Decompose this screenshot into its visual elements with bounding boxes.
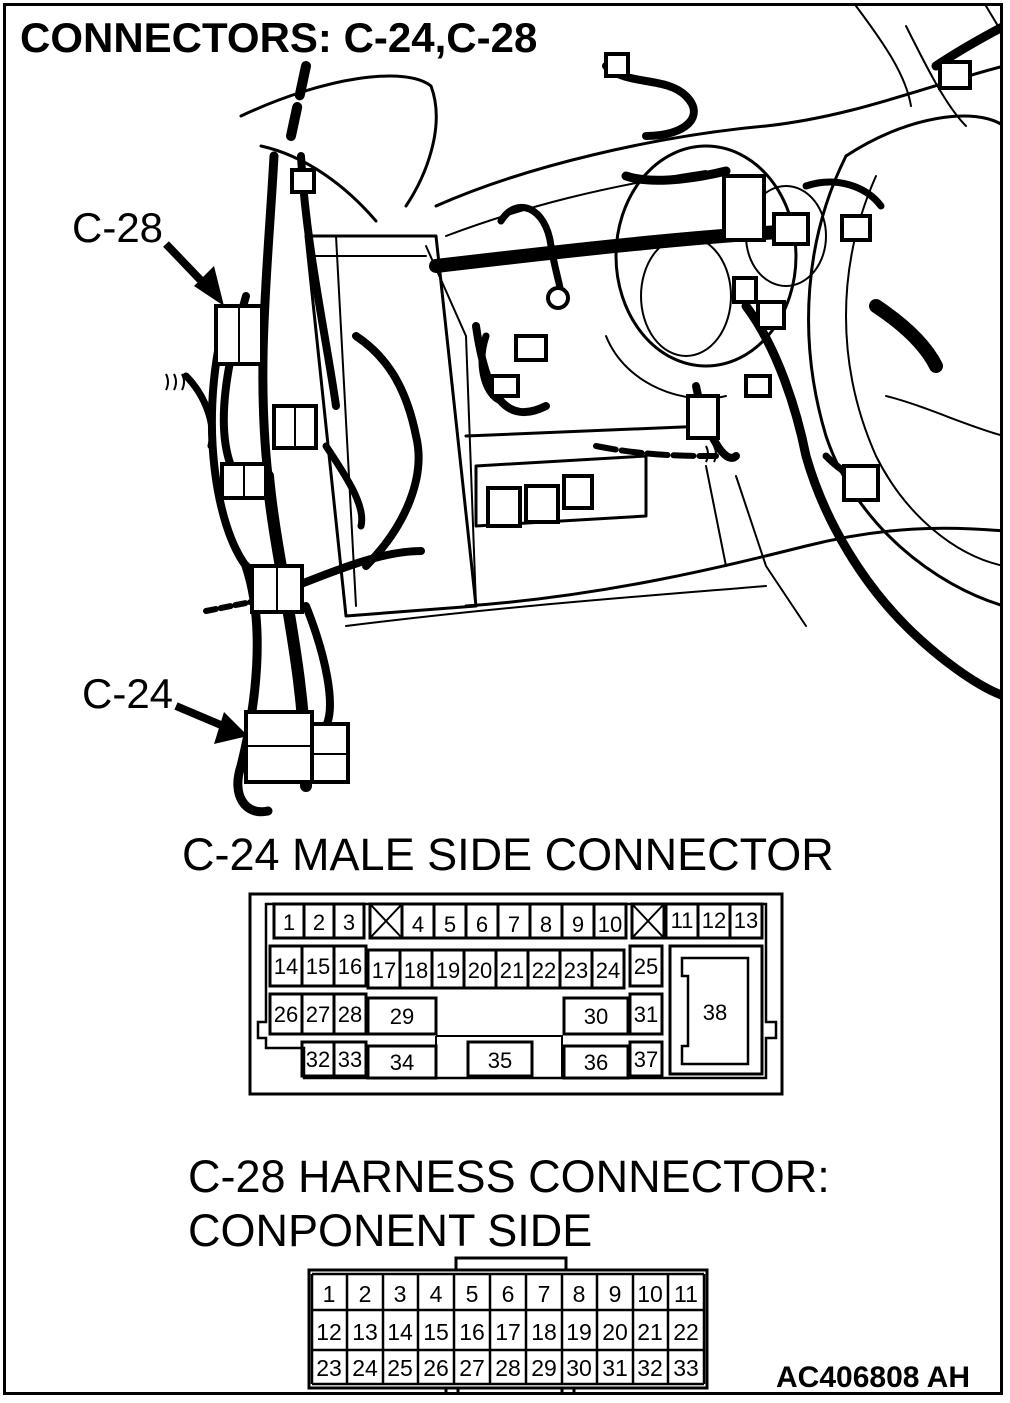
c24-pin: 15 [306, 954, 330, 979]
c24-pin: 2 [313, 910, 325, 935]
c28-pin: 11 [674, 1281, 698, 1307]
c24-pin: 29 [390, 1004, 414, 1029]
c24-pin: 4 [412, 912, 424, 937]
c24-pin: 38 [703, 1000, 727, 1025]
c24-pin: 12 [702, 908, 726, 933]
callout-label-c24: C-24 [82, 670, 173, 717]
c28-pin: 25 [387, 1355, 413, 1381]
callout-label-c28: C-28 [72, 204, 163, 251]
c28-pin: 24 [352, 1355, 378, 1381]
c28-pin: 32 [637, 1355, 663, 1381]
c28-pin: 21 [637, 1319, 663, 1345]
c24-pin: 31 [634, 1002, 658, 1027]
c24-pin: 33 [338, 1047, 362, 1072]
c28-caption-line1: C-28 HARNESS CONNECTOR: [188, 1151, 830, 1202]
c24-pin: 37 [634, 1047, 658, 1072]
c24-pin: 28 [338, 1002, 362, 1027]
c28-pin: 23 [316, 1355, 342, 1381]
c28-pin: 9 [609, 1281, 622, 1307]
c24-pin: 36 [584, 1050, 608, 1075]
c24-pin: 13 [734, 908, 758, 933]
c28-pin: 2 [359, 1281, 372, 1307]
diagram-frame: CONNECTORS: C-24,C-28 [3, 3, 1003, 1395]
c24-pin: 24 [596, 958, 620, 983]
c24-connector-face [248, 892, 784, 1096]
dashboard-illustration [239, 6, 1000, 627]
c28-pin: 14 [387, 1319, 413, 1345]
figure-code: AC406808 AH [776, 1361, 970, 1394]
arrow-c24-icon [174, 702, 248, 744]
c24-pin: 11 [671, 908, 694, 933]
c24-pin: 16 [338, 954, 362, 979]
c24-pin: 30 [584, 1004, 608, 1029]
c28-pin: 6 [502, 1281, 515, 1307]
c28-pin: 4 [430, 1281, 443, 1307]
c28-pin: 22 [673, 1319, 699, 1345]
c28-pin: 28 [495, 1355, 521, 1381]
c28-pin: 27 [459, 1355, 485, 1381]
c24-caption: C-24 MALE SIDE CONNECTOR [182, 829, 834, 880]
wire-cut-mark-icon [165, 373, 717, 463]
c24-pin: 27 [306, 1002, 330, 1027]
c28-pin: 30 [566, 1355, 592, 1381]
diagram-canvas: CONNECTORS: C-24,C-28 [20, 6, 1000, 1394]
c28-pin: 16 [459, 1319, 485, 1345]
c28-pin: 29 [531, 1355, 557, 1381]
c24-pin: 14 [274, 954, 298, 979]
c28-pin: 10 [637, 1281, 663, 1307]
c28-pin: 13 [352, 1319, 378, 1345]
c28-pin: 7 [538, 1281, 551, 1307]
c24-pin: 6 [476, 912, 488, 937]
arrow-c28-icon [163, 241, 224, 306]
c28-pin: 17 [495, 1319, 521, 1345]
c24-pin: 17 [372, 958, 396, 983]
c28-caption-line2: CONPONENT SIDE [188, 1205, 592, 1256]
c28-pin: 12 [316, 1319, 342, 1345]
c24-pin: 18 [404, 958, 428, 983]
c24-pin: 23 [564, 958, 588, 983]
c28-pin: 31 [602, 1355, 628, 1381]
c24-pin: 22 [532, 958, 556, 983]
c24-pin: 7 [508, 912, 520, 937]
c28-pin: 20 [602, 1319, 628, 1345]
c24-pin: 34 [390, 1050, 414, 1075]
c24-pin: 26 [274, 1002, 298, 1027]
c28-pin: 3 [394, 1281, 407, 1307]
diagram-title: CONNECTORS: C-24,C-28 [20, 14, 537, 61]
c28-pin: 19 [566, 1319, 592, 1345]
c24-pin: 3 [343, 910, 355, 935]
c28-pin: 33 [673, 1355, 699, 1381]
c28-pin: 15 [423, 1319, 449, 1345]
c28-connector-face [307, 1256, 709, 1392]
c24-pin: 5 [444, 912, 456, 937]
c24-pin: 35 [488, 1048, 512, 1073]
c24-pin-labels: 1 2 3 4 5 6 7 8 9 10 11 12 13 14 15 16 1… [274, 908, 758, 1075]
c24-pin: 21 [500, 958, 524, 983]
c28-pin-labels: 1 2 3 4 5 6 7 8 9 10 11 12 13 14 15 16 1… [316, 1281, 699, 1381]
c24-pin: 19 [436, 958, 460, 983]
connector-details [238, 306, 348, 755]
c24-pin: 8 [540, 912, 552, 937]
c28-pin: 8 [573, 1281, 586, 1307]
c24-pin: 10 [598, 912, 622, 937]
c24-pin: 25 [634, 954, 658, 979]
c28-pin: 1 [323, 1281, 336, 1307]
c28-pin: 5 [466, 1281, 479, 1307]
c28-pin: 26 [423, 1355, 449, 1381]
c24-pin: 20 [468, 958, 492, 983]
c24-pin: 1 [283, 910, 295, 935]
c24-pin: 9 [572, 912, 584, 937]
c28-pin: 18 [531, 1319, 557, 1345]
c24-pin: 32 [306, 1047, 330, 1072]
